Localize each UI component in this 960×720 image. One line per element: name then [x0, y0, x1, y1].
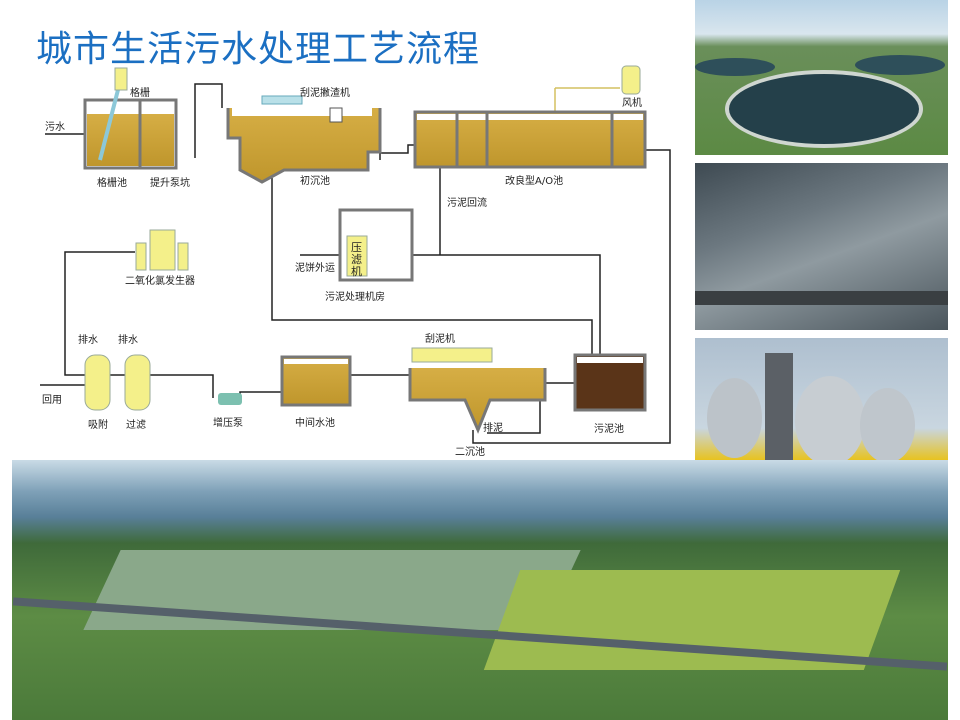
label-screen-tank: 格栅池	[97, 176, 127, 189]
label-filter-press-2: 滤	[351, 253, 362, 266]
blower-icon	[621, 65, 641, 95]
sludge-treatment-room	[338, 208, 414, 282]
chlorine-dioxide-generator	[135, 229, 189, 271]
ao-tank	[413, 65, 647, 169]
screen-tank	[83, 67, 178, 170]
label-sludge-discharge: 排泥	[483, 421, 503, 434]
label-filter-press-3: 机	[351, 264, 362, 278]
label-sludge-return: 污泥回流	[447, 196, 487, 209]
label-drain-2: 排水	[118, 333, 138, 346]
photo-aeration-tank	[695, 163, 948, 330]
label-chlorine-dioxide: 二氧化氯发生器	[125, 274, 195, 287]
intermediate-tank	[280, 355, 352, 407]
label-scraper-skimmer: 刮泥撇渣机	[300, 86, 350, 99]
photo-aerial-plant-view	[12, 460, 948, 720]
label-drain-1: 排水	[78, 333, 98, 346]
label-booster-pump: 增压泵	[213, 416, 243, 429]
label-cake-out: 泥饼外运	[295, 261, 335, 274]
label-filtration: 过滤	[126, 418, 146, 431]
photo-circular-clarifier	[695, 0, 948, 155]
page-title: 城市生活污水处理工艺流程	[36, 29, 481, 70]
booster-pump-icon	[218, 393, 242, 405]
label-sludge-tank: 污泥池	[594, 422, 624, 435]
sludge-tank	[573, 353, 647, 412]
label-primary-clarifier: 初沉池	[300, 174, 330, 187]
label-sludge-room: 污泥处理机房	[325, 290, 385, 303]
label-ao-tank: 改良型A/O池	[505, 174, 563, 187]
filter-tanks	[84, 354, 151, 411]
label-filter-press-1: 压	[351, 241, 362, 254]
primary-clarifier	[226, 95, 382, 184]
label-intermediate-tank: 中间水池	[295, 416, 335, 429]
label-adsorption: 吸附	[88, 418, 108, 431]
secondary-clarifier	[408, 347, 547, 434]
label-sewage-in: 污水	[45, 121, 65, 133]
label-lift-pump-pit: 提升泵坑	[150, 176, 190, 189]
label-secondary-clarifier: 二沉池	[455, 445, 485, 458]
process-flow-diagram: 污水 格栅 格栅池 提升泵坑 刮泥撇渣机 初沉池 风机 改良型A/O池 污泥回流…	[40, 65, 671, 458]
label-blower: 风机	[622, 96, 642, 109]
label-screen: 格栅	[130, 86, 150, 99]
label-reuse: 回用	[42, 394, 62, 406]
label-scraper: 刮泥机	[425, 332, 455, 345]
